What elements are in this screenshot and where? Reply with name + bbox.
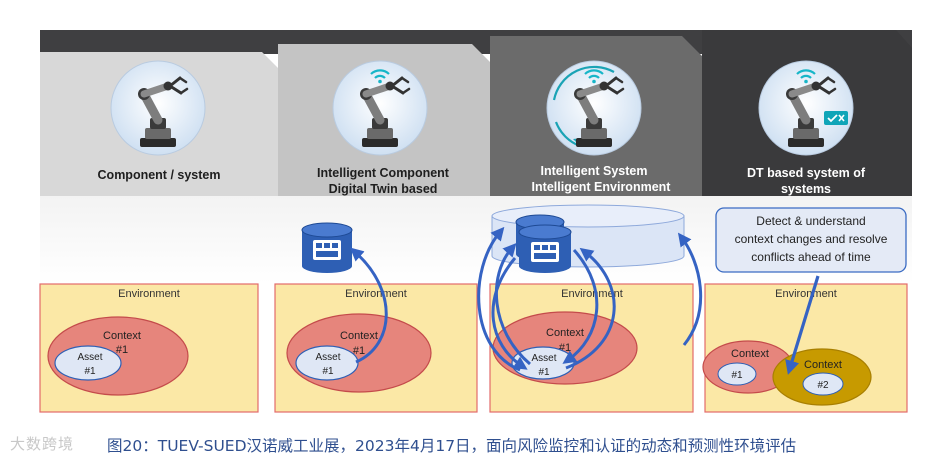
system-loop-arrow-5 xyxy=(562,248,599,364)
robot-arm-cycle-icon xyxy=(546,60,642,156)
environment-label-2: Environment xyxy=(345,288,407,300)
system-loop-arrow-3 xyxy=(491,257,528,370)
environment-label-4: Environment xyxy=(775,288,837,300)
stage-title-1-line1: Component / system xyxy=(98,168,221,182)
context-number-4b: #2 xyxy=(817,380,829,391)
system-twin-database-icon xyxy=(518,224,572,273)
stage-title-2-line1: Intelligent Component xyxy=(317,166,450,180)
asset-label-3: Asset xyxy=(531,353,556,364)
callout-line-1: Detect & understand xyxy=(756,214,865,228)
system-loop-arrow-1 xyxy=(477,226,521,372)
asset-number-1: #1 xyxy=(84,366,96,377)
context-number-1: #1 xyxy=(116,344,128,356)
asset-number-2: #1 xyxy=(322,366,334,377)
context-label-4b: Context xyxy=(804,359,842,371)
figure-caption: 大数跨境 图20：TUEV-SUED汉诺威工业展，2023年4月17日，面向风险… xyxy=(0,428,952,458)
context-label-2: Context xyxy=(340,330,378,342)
context-label-3: Context xyxy=(546,327,584,339)
environment-label-1: Environment xyxy=(118,288,180,300)
environment-label-3: Environment xyxy=(561,288,623,300)
asset-ellipse-2 xyxy=(295,345,359,381)
robot-arm-icon xyxy=(110,60,206,156)
stage-title-2-line2: Digital Twin based xyxy=(329,182,438,196)
context-number-4a: #1 xyxy=(731,370,743,381)
callout-box xyxy=(715,207,907,273)
callout-pointer-arrow xyxy=(785,275,820,375)
system-loop-arrow-2 xyxy=(494,242,531,366)
stage-title-4-line1: DT based system of xyxy=(747,166,866,180)
digital-twin-database-icon xyxy=(301,222,353,273)
twin-sync-arrow-up xyxy=(349,247,388,364)
watermark-brand: 大数跨境 xyxy=(10,435,75,453)
robot-arm-wifi-icon xyxy=(332,60,428,156)
callout-line-2: context changes and resolve xyxy=(735,232,888,246)
stage-title-4-line2: systems xyxy=(781,182,831,196)
environment-loop-arrow xyxy=(677,232,703,346)
asset-number-3: #1 xyxy=(538,367,550,378)
context-label-1: Context xyxy=(103,330,141,342)
robot-arm-verified-icon xyxy=(758,60,854,156)
system-loop-arrow-4 xyxy=(565,247,616,370)
asset-label-2: Asset xyxy=(315,352,340,363)
context-number-2: #1 xyxy=(353,345,365,357)
asset-label-1: Asset xyxy=(77,352,102,363)
asset-ellipse-1 xyxy=(54,345,122,381)
context-label-4a: Context xyxy=(731,348,769,360)
context-item-ellipse-4b xyxy=(802,372,844,396)
caption-text: 图20：TUEV-SUED汉诺威工业展，2023年4月17日，面向风险监控和认证… xyxy=(107,437,797,455)
callout-line-3: conflicts ahead of time xyxy=(751,250,871,264)
context-item-ellipse-4a xyxy=(717,362,757,386)
stage-title-3-line1: Intelligent System xyxy=(541,164,648,178)
stage-title-3-line2: Intelligent Environment xyxy=(532,180,672,194)
